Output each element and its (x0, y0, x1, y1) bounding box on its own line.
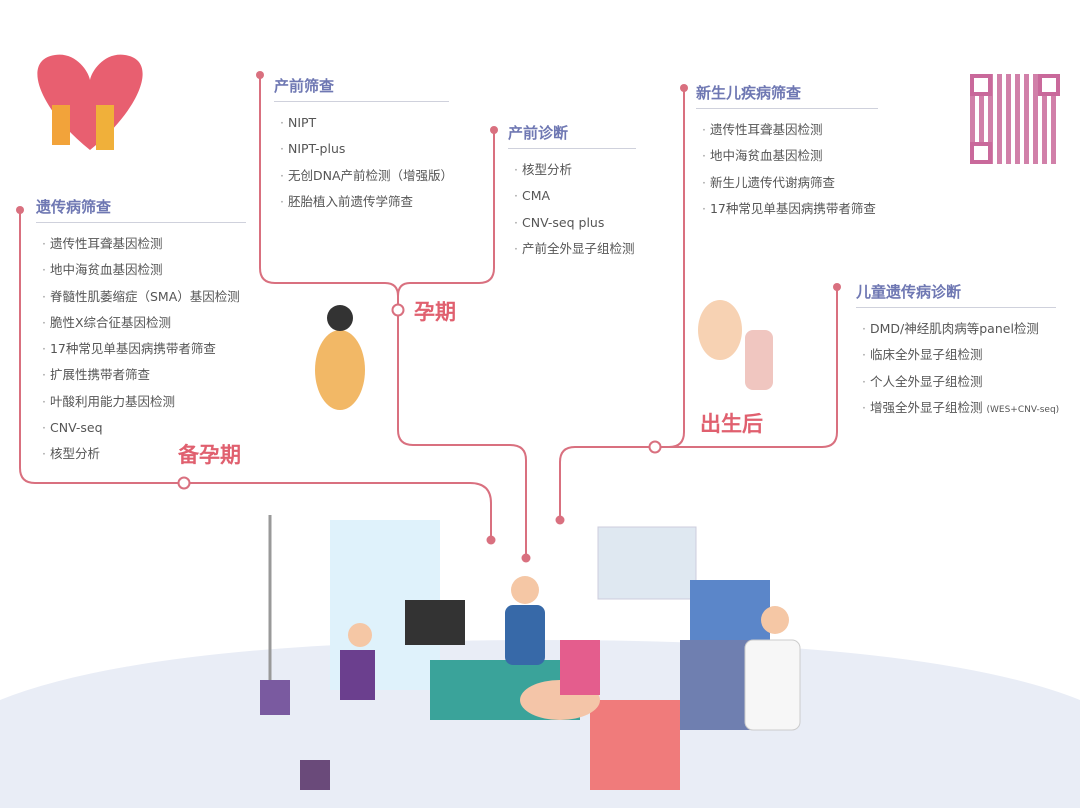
section-newborn-screening: 新生儿疾病筛查 遗传性耳聋基因检测 地中海贫血基因检测 新生儿遗传代谢病筛查 1… (696, 82, 878, 222)
stage-pre-pregnancy: 备孕期 (178, 443, 241, 467)
stage-pregnancy: 孕期 (414, 300, 456, 324)
item-note: (WES+CNV-seq) (986, 404, 1060, 415)
list-item: DMD/神经肌肉病等panel检测 (862, 316, 1056, 342)
list-item: 地中海贫血基因检测 (42, 257, 246, 283)
list-item: 叶酸利用能力基因检测 (42, 389, 246, 415)
list-item: CNV-seq plus (514, 210, 636, 236)
qr-code[interactable] (970, 74, 1060, 164)
section-title: 产前筛查 (274, 75, 449, 102)
section-title: 产前诊断 (508, 122, 636, 149)
list-item: 17种常见单基因病携带者筛查 (42, 336, 246, 362)
list-item: 遗传性耳聋基因检测 (702, 117, 878, 143)
item-text: 增强全外显子组检测 (869, 399, 983, 415)
list-item: 核型分析 (42, 441, 246, 467)
section-genetic-screening: 遗传病筛查 遗传性耳聋基因检测 地中海贫血基因检测 脊髓性肌萎缩症（SMA）基因… (36, 196, 246, 468)
section-prenatal-screening: 产前筛查 NIPT NIPT-plus 无创DNA产前检测（增强版） 胚胎植入前… (274, 75, 453, 215)
list-item: NIPT-plus (280, 136, 449, 162)
list-item: 地中海贫血基因检测 (702, 143, 878, 169)
list-item: 核型分析 (514, 157, 636, 183)
section-title: 新生儿疾病筛查 (696, 82, 878, 109)
section-prenatal-diagnosis: 产前诊断 核型分析 CMA CNV-seq plus 产前全外显子组检测 (508, 122, 636, 262)
list-item: CMA (514, 183, 636, 209)
list-item: 新生儿遗传代谢病筛查 (702, 170, 878, 196)
list-item: 脊髓性肌萎缩症（SMA）基因检测 (42, 284, 246, 310)
list-item: 临床全外显子组检测 (862, 342, 1056, 368)
heart-icon (37, 54, 143, 151)
section-child-diagnosis: 儿童遗传病诊断 DMD/神经肌肉病等panel检测 临床全外显子组检测 个人全外… (856, 281, 1060, 423)
section-title: 遗传病筛查 (36, 196, 246, 223)
list-item: NIPT (280, 110, 449, 136)
list-item: 遗传性耳聋基因检测 (42, 231, 246, 257)
list-item: 增强全外显子组检测 (WES+CNV-seq) (862, 395, 1060, 423)
list-item: 17种常见单基因病携带者筛查 (702, 196, 878, 222)
list-item: 脆性X综合征基因检测 (42, 310, 246, 336)
section-title: 儿童遗传病诊断 (856, 281, 1056, 308)
stage-after-birth: 出生后 (700, 412, 763, 436)
list-item: 无创DNA产前检测（增强版） (280, 163, 453, 189)
list-item: 个人全外显子组检测 (862, 369, 1056, 395)
list-item: 胚胎植入前遗传学筛查 (280, 189, 449, 215)
list-item: 扩展性携带者筛查 (42, 362, 246, 388)
list-item: 产前全外显子组检测 (514, 236, 636, 262)
list-item: CNV-seq (42, 415, 246, 441)
